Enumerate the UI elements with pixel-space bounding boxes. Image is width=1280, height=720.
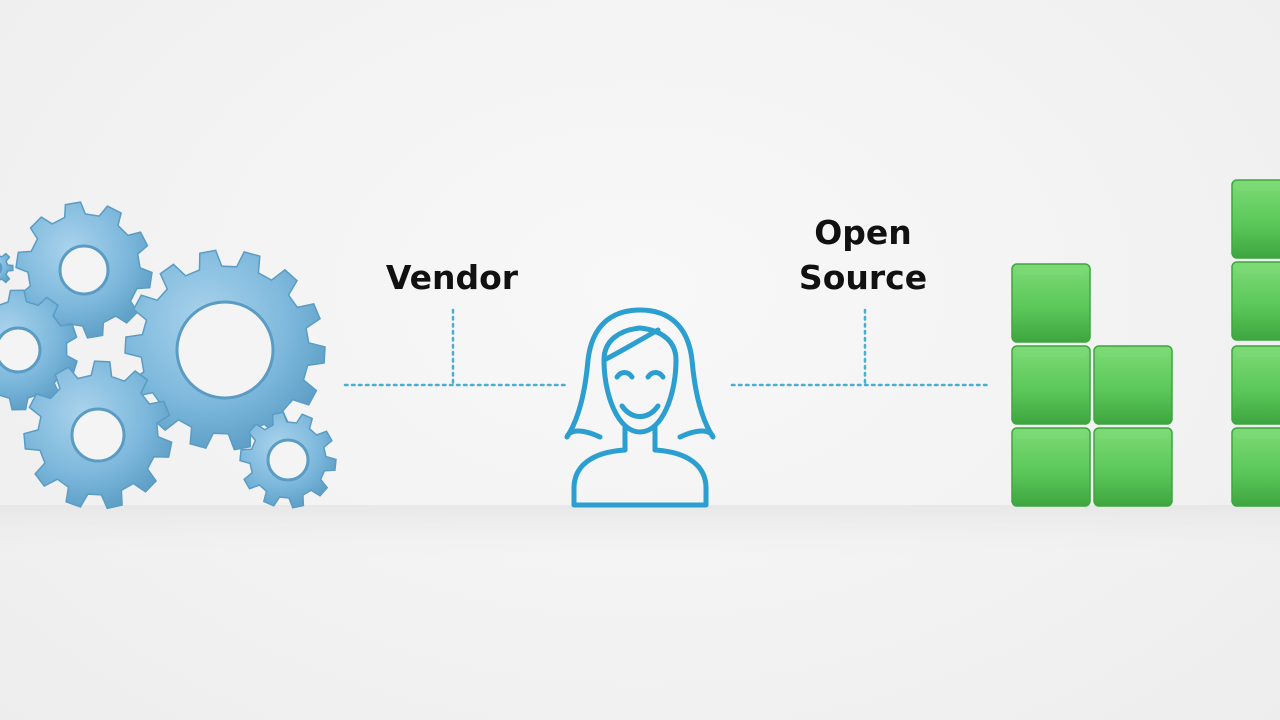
gear-shape [0,252,14,284]
block-highlight [1236,349,1280,357]
block-highlight [1016,431,1086,439]
block-highlight [1098,431,1168,439]
block-shape [1011,427,1091,507]
gears-icon [0,201,337,510]
gear-shape [0,289,78,411]
block-highlight [1098,349,1168,357]
open-source-connector [730,308,992,387]
block-shape [1231,345,1280,425]
block-shape [1231,261,1280,341]
block-highlight [1016,349,1086,357]
open-source-label-line1: Open [814,213,912,252]
block-shape [1231,427,1280,507]
block-shape [1011,263,1091,343]
gear-shape [124,249,326,451]
gear-shape [239,411,337,509]
open-source-label: Open Source [783,210,943,300]
block-shape [1093,345,1173,425]
block-shape [1093,427,1173,507]
block-highlight [1236,183,1280,191]
block-highlight [1016,267,1086,275]
block-highlight [1236,265,1280,273]
vendor-connector [343,308,567,387]
vendor-label: Vendor [385,258,519,297]
block-shape [1231,179,1280,259]
person-icon [564,307,716,508]
open-source-label-line2: Source [798,258,928,297]
gear-shape [23,360,173,510]
block-highlight [1236,431,1280,439]
floor-shadow [0,505,1280,565]
blocks-icon [1011,179,1280,507]
block-shape [1011,345,1091,425]
